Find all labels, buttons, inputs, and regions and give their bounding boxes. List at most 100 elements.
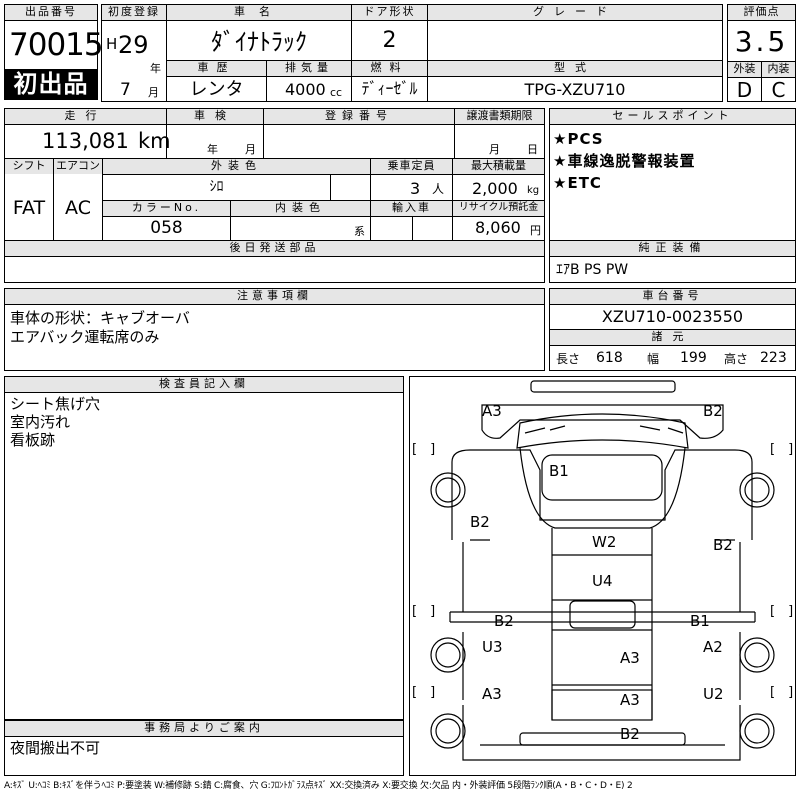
selling-point-3: ★ETC	[553, 174, 602, 192]
specs-label: 諸元	[550, 330, 795, 345]
max-load-value: 2,000	[472, 179, 518, 198]
damage-mark: A3	[482, 685, 502, 703]
height-value: 223	[760, 350, 787, 366]
damage-diagram-box	[409, 376, 796, 776]
exterior-grade: D	[736, 78, 753, 102]
import-label: 輸入車	[371, 201, 452, 216]
first-reg-label: 初度登録	[102, 5, 166, 20]
damage-mark: B2	[494, 612, 514, 630]
score-box	[727, 4, 796, 102]
max-load-label: 最大積載量	[453, 159, 544, 174]
width-value: 199	[680, 350, 707, 366]
kg-unit: kg	[527, 185, 540, 196]
width-label: 幅	[647, 352, 660, 366]
color-no-value: 058	[150, 218, 183, 238]
reg-year: 29	[118, 31, 149, 59]
recycle-value: 8,060	[475, 218, 521, 237]
month-unit: 月	[148, 86, 159, 99]
car-name-label: 車名	[167, 5, 351, 20]
interior-grade: C	[771, 78, 786, 102]
equipment-value: ｴｱB PS PW	[556, 262, 629, 278]
registration-label: 登録番号	[264, 109, 454, 124]
model-value: TPG-XZU710	[524, 80, 626, 99]
ext-color-label: 外装色	[103, 159, 370, 174]
history-value: レンタ	[189, 79, 244, 100]
damage-mark: B2	[620, 725, 640, 743]
aircon-value: AC	[65, 197, 91, 219]
color-no-label: カラーNo.	[103, 201, 230, 216]
selling-points-box	[549, 108, 796, 283]
chassis-label: 車台番号	[550, 289, 795, 304]
later-parts-label: 後日発送部品	[5, 241, 544, 256]
grade-label: グレード	[428, 5, 722, 20]
displacement-label: 排気量	[267, 61, 351, 76]
inspector-line-3: 看板跡	[10, 431, 56, 449]
damage-mark: B1	[549, 462, 569, 480]
vehicle-info-box	[101, 4, 723, 102]
damage-mark: U3	[482, 638, 503, 656]
interior-label: 内装	[762, 62, 795, 77]
int-color-label: 内装色	[231, 201, 370, 216]
fuel-label: 燃料	[352, 61, 427, 76]
damage-mark: B1	[690, 612, 710, 630]
notes-line-2: エアバック運転席のみ	[10, 328, 160, 346]
damage-mark: A3	[482, 402, 502, 420]
fuel-value: ﾃﾞｨｰｾﾞﾙ	[361, 79, 418, 98]
year-unit: 年	[150, 62, 161, 75]
score-label: 評価点	[728, 5, 795, 20]
office-text: 夜間搬出不可	[10, 739, 101, 757]
ext-color-value: ｼﾛ	[209, 179, 224, 195]
bracket-1: [ ]	[412, 442, 436, 457]
bracket-5: [ ]	[412, 685, 436, 700]
lot-number-label: 出品番号	[5, 5, 97, 21]
selling-point-1: ★PCS	[553, 130, 604, 148]
bracket-3: [ ]	[412, 604, 436, 619]
mileage-value: 113,081	[42, 129, 129, 153]
notes-box	[4, 288, 545, 371]
damage-mark: U4	[592, 572, 613, 590]
recycle-label: リサイクル預託金	[453, 201, 544, 216]
damage-mark: U2	[703, 685, 724, 703]
damage-mark: A3	[620, 649, 640, 667]
exterior-label: 外装	[728, 62, 761, 77]
car-name: ﾀﾞｲﾅﾄﾗｯｸ	[211, 28, 307, 56]
details-box	[4, 108, 545, 283]
yen-unit: 円	[530, 224, 541, 237]
transfer-day-unit: 日	[527, 143, 538, 156]
damage-mark: B2	[470, 513, 490, 531]
mileage-label: 走行	[5, 109, 166, 124]
length-label: 長さ	[556, 352, 581, 366]
legend-text: A:ｷｽﾞ U:ﾍｺﾐ B:ｷｽﾞを伴うﾍｺﾐ P:要塗装 W:補修跡 S:錆 …	[4, 781, 633, 791]
km-unit: km	[138, 129, 171, 153]
chassis-box	[549, 288, 796, 371]
notes-label: 注意事項欄	[5, 289, 544, 304]
door-label: ドア形状	[352, 5, 427, 20]
capacity-value: 3	[410, 179, 421, 198]
lot-number-box: 出品番号 70015 初出品	[4, 4, 104, 100]
reg-month: 7	[120, 80, 131, 100]
inspection-label: 車検	[167, 109, 263, 124]
bracket-4: [ ]	[770, 604, 794, 619]
selling-point-2: ★車線逸脱警報装置	[553, 152, 696, 170]
selling-points-label: セールスポイント	[550, 109, 795, 124]
equipment-label: 純正装備	[550, 241, 795, 256]
chassis-number: XZU710-0023550	[601, 307, 744, 326]
inspection-year-unit: 年	[207, 143, 218, 156]
damage-mark: A2	[703, 638, 723, 656]
score-value: 3.5	[734, 25, 789, 58]
shift-value: FAT	[12, 197, 46, 219]
damage-mark: W2	[592, 533, 617, 551]
damage-mark: B2	[713, 536, 733, 554]
height-label: 高さ	[724, 352, 749, 366]
bracket-6: [ ]	[770, 685, 794, 700]
inspector-box	[4, 376, 404, 720]
capacity-unit: 人	[432, 182, 445, 196]
inspector-line-2: 室内汚れ	[10, 413, 71, 431]
capacity-label: 乗車定員	[371, 159, 452, 174]
displacement-value: 4000	[285, 80, 326, 99]
era: H	[106, 35, 118, 53]
shift-label: シフト	[5, 159, 53, 174]
cc-unit: cc	[330, 86, 343, 99]
length-value: 618	[596, 350, 623, 366]
